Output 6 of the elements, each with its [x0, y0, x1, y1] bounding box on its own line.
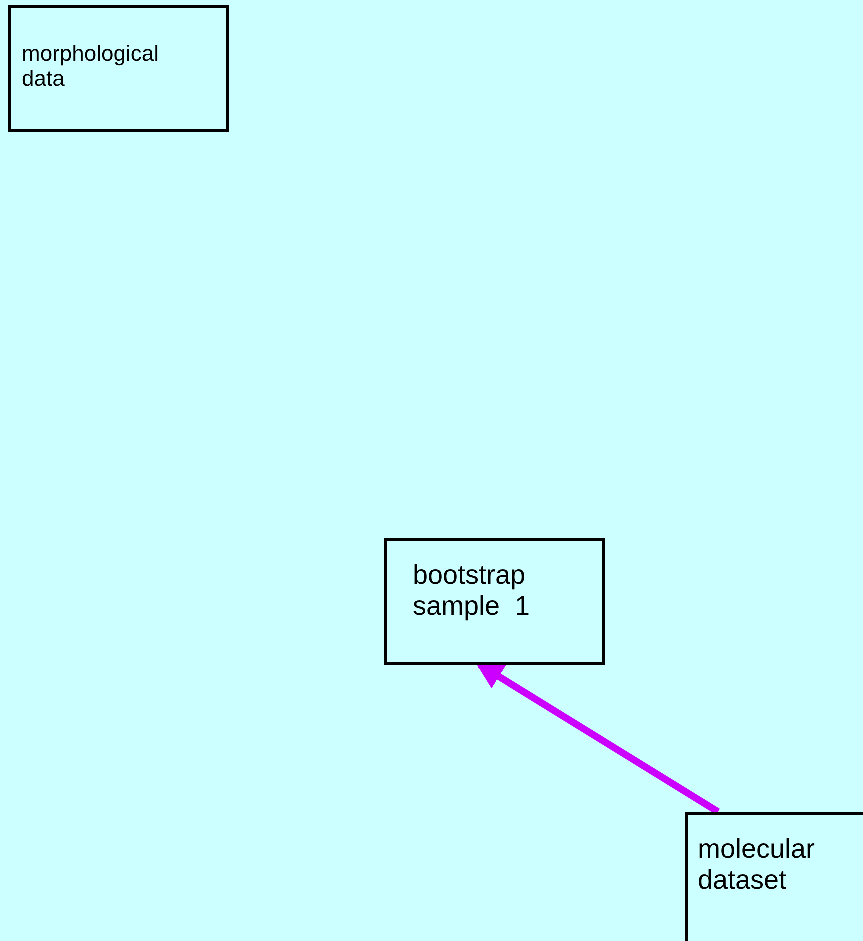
node-label: morphological data: [22, 41, 160, 92]
process-box: [685, 812, 863, 941]
process-box: [8, 5, 229, 132]
node-label: bootstrap sample 1: [413, 560, 532, 622]
process-box: [384, 538, 605, 665]
node-label: molecular dataset: [698, 834, 816, 896]
